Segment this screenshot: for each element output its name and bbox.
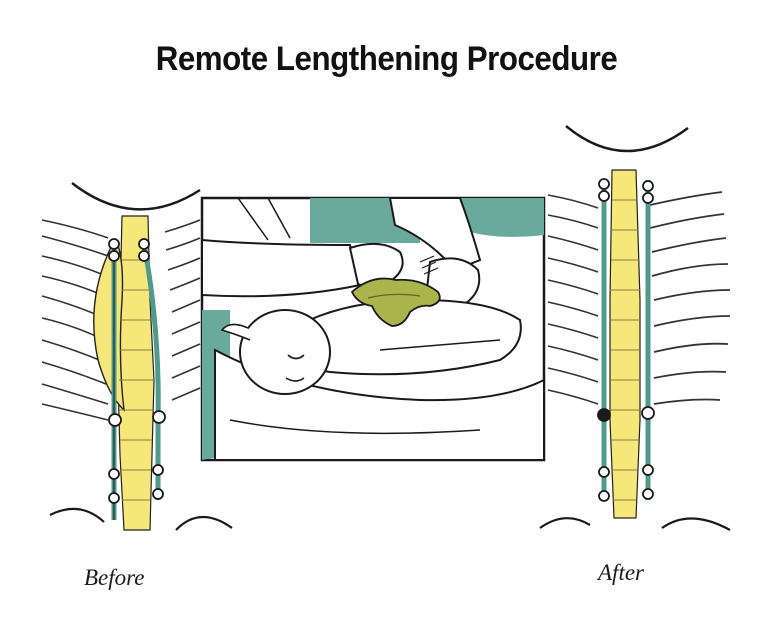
after-ribs-right <box>649 191 731 405</box>
patient-eye <box>287 354 305 360</box>
after-spine-column <box>609 169 641 519</box>
before-ribs-left <box>41 219 109 421</box>
surgeon-arm-left <box>202 238 362 298</box>
patient-mouth <box>285 377 305 382</box>
before-screws <box>108 238 166 504</box>
before-ribs-right <box>164 219 201 401</box>
after-spine-figure <box>539 125 731 531</box>
panel-teal-bg-right <box>455 198 544 237</box>
page-title: Remote Lengthening Procedure <box>155 40 618 78</box>
patient-head <box>239 309 331 395</box>
after-neck-line <box>565 125 689 153</box>
before-spine-figure <box>41 182 233 531</box>
after-screws <box>597 178 655 502</box>
before-hip-right <box>175 515 233 531</box>
after-vertebra-lines <box>610 199 640 501</box>
before-curved-segment <box>93 244 125 412</box>
remote-controller-device <box>350 277 441 327</box>
before-neck-line <box>71 182 201 211</box>
after-caption: After <box>598 560 644 585</box>
before-rod-right <box>141 243 161 500</box>
before-vertebra-lines <box>119 259 153 501</box>
procedure-scene-panel <box>200 196 546 462</box>
before-hip-left <box>49 507 105 523</box>
after-ribs-left <box>547 194 599 405</box>
after-hip-right <box>661 517 731 531</box>
after-hip-left <box>539 517 591 529</box>
before-caption: Before <box>84 565 145 590</box>
